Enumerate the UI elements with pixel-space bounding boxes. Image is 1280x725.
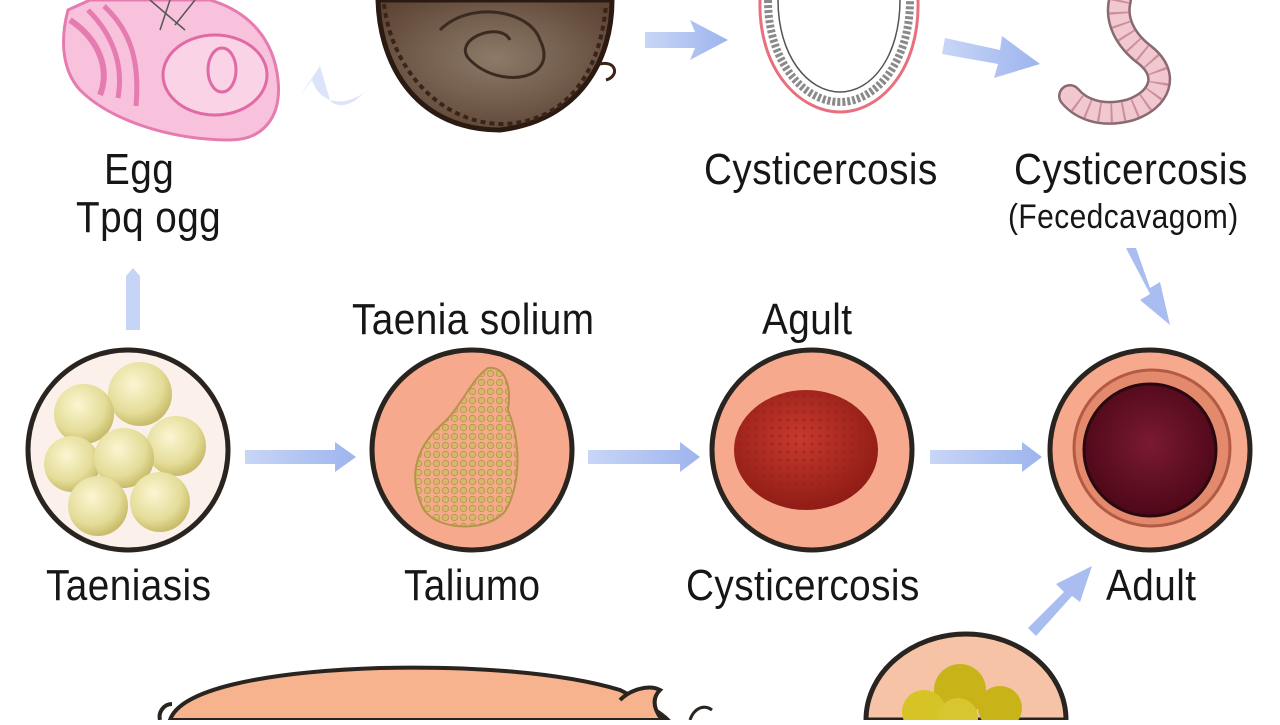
worm-subtitle: (Fecedcavagom): [1008, 198, 1239, 236]
curve-arrow-icon: [300, 66, 365, 106]
pig-icon: [157, 665, 713, 722]
arrow-down-right: [1126, 248, 1170, 325]
worm-title: Cysticercosis: [1014, 145, 1248, 194]
arrow-mid-3: [930, 442, 1042, 472]
cyst-ring-icon: [758, 0, 920, 114]
arrow-top-2: [942, 36, 1040, 78]
cysticercosis-label: Cysticercosis: [686, 561, 920, 610]
arrow-mid-1: [245, 442, 356, 472]
ring-cyst-title: Cysticercosis: [704, 145, 938, 194]
egg-cluster-icon: [25, 347, 231, 553]
egg-cell-icon: [62, 0, 280, 142]
worm-icon: [1058, 0, 1172, 125]
taeniasis-label: Taeniasis: [46, 561, 212, 610]
red-cyst-icon: [709, 347, 915, 553]
taenia-solium-label: Taenia solium: [352, 295, 595, 344]
arrow-up-left: [126, 268, 140, 330]
embryonated-egg-icon: [375, 0, 616, 133]
scolex-icon: [369, 347, 575, 553]
adult-label: Adult: [1106, 561, 1197, 610]
yellow-egg-cluster-icon: [863, 631, 1069, 725]
agult-label: Agult: [762, 295, 853, 344]
egg-title: Egg: [104, 145, 175, 194]
taliumo-label: Taliumo: [404, 561, 541, 610]
adult-cyst-icon: [1047, 347, 1253, 553]
arrow-top-1: [645, 20, 728, 60]
egg-subtitle: Tpq ogg: [76, 193, 222, 242]
arrow-up-bottom: [1028, 566, 1092, 636]
arrow-mid-2: [588, 442, 700, 472]
